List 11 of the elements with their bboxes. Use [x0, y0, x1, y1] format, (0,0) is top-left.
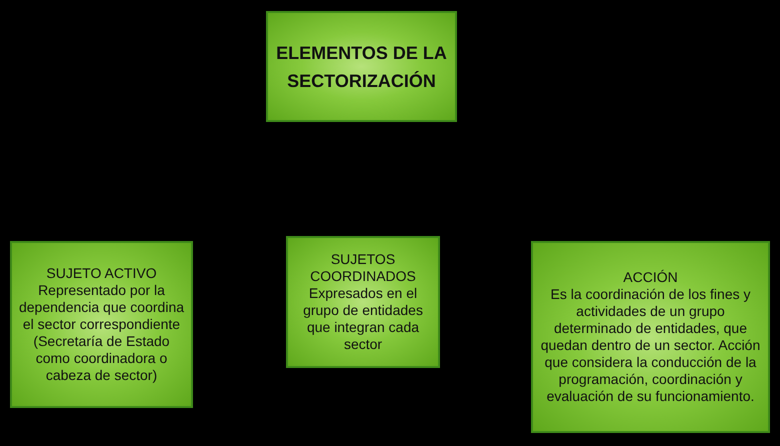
title-box — [266, 11, 457, 122]
concept-box — [531, 241, 770, 433]
title-text: ELEMENTOS DE LA SECTORIZACIÓN — [275, 42, 448, 92]
box-description: Representado por la dependencia que coordina el sector correspondiente (Secretaría de Estado como coordinadora o cabeza de sector) — [18, 282, 186, 384]
concept-box — [10, 241, 193, 408]
box-heading: SUJETOS COORDINADOS — [309, 251, 417, 285]
box-description: Expresados en el grupo de entidades que integran cada sector — [302, 285, 424, 353]
box-heading: SUJETO ACTIVO — [46, 265, 157, 282]
box-description: Es la coordinación de los fines y actividades de un grupo determinado de entidades, que quedan dentro de un sector. Acción que considera la conducción de la programación, coordinación y evaluación de su funcionamiento. — [540, 286, 762, 405]
box-heading: ACCIÓN — [623, 269, 678, 286]
concept-box — [286, 236, 440, 368]
